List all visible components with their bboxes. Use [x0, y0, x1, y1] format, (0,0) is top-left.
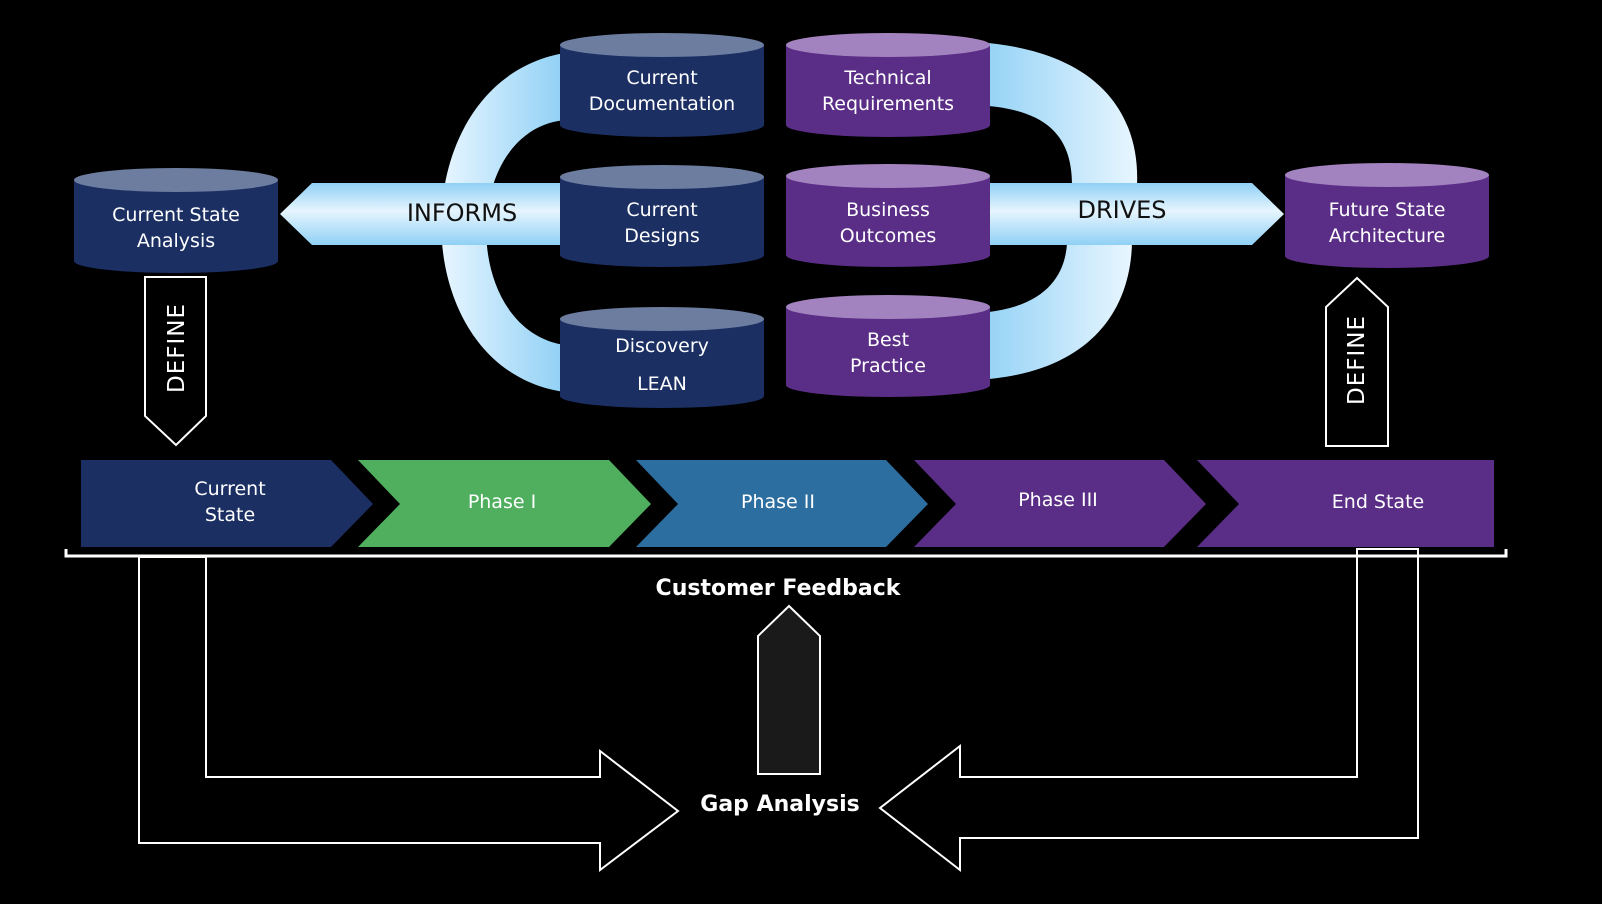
gap-left-arrow	[138, 556, 680, 873]
drives-arrow: DRIVES	[985, 183, 1284, 245]
gap-right-arrow	[878, 548, 1419, 873]
svg-text:End State: End State	[1332, 491, 1424, 513]
svg-text:Phase I: Phase I	[468, 491, 536, 513]
svg-text:Discovery: Discovery	[615, 335, 709, 357]
cylinder-current-state-analysis: Current State Analysis	[74, 168, 278, 273]
drives-loop	[975, 42, 1138, 185]
gap-analysis-label: Gap Analysis	[700, 792, 859, 817]
svg-text:Technical: Technical	[843, 67, 931, 89]
cylinder-current-designs: Current Designs	[560, 165, 764, 267]
svg-text:DEFINE: DEFINE	[164, 303, 190, 393]
informs-loop	[441, 53, 565, 392]
phase-bracket	[64, 549, 1508, 558]
svg-text:Designs: Designs	[624, 225, 700, 247]
svg-text:Current State: Current State	[112, 204, 240, 226]
phase-1: Phase I	[358, 460, 651, 547]
svg-text:Outcomes: Outcomes	[840, 225, 937, 247]
cylinder-technical-requirements: Technical Requirements	[786, 33, 990, 137]
svg-text:DEFINE: DEFINE	[1344, 315, 1370, 405]
svg-text:State: State	[205, 504, 255, 526]
svg-text:Analysis: Analysis	[137, 230, 215, 252]
drives-label: DRIVES	[1077, 196, 1166, 224]
svg-text:Future State: Future State	[1329, 199, 1446, 221]
svg-text:Phase III: Phase III	[1018, 489, 1098, 511]
phase-current-state: Current State	[81, 460, 373, 547]
svg-text:Documentation: Documentation	[589, 93, 735, 115]
phase-end-state: End State	[1197, 460, 1494, 547]
svg-text:Best: Best	[867, 329, 909, 351]
svg-text:LEAN: LEAN	[637, 373, 687, 395]
svg-text:Current: Current	[626, 67, 697, 89]
svg-text:Requirements: Requirements	[822, 93, 954, 115]
phase-3: Phase III	[914, 460, 1206, 547]
cylinder-business-outcomes: Business Outcomes	[786, 164, 990, 267]
svg-text:Practice: Practice	[850, 355, 926, 377]
svg-text:Business: Business	[846, 199, 930, 221]
feedback-up-arrow	[757, 604, 821, 775]
svg-text:Architecture: Architecture	[1329, 225, 1445, 247]
drives-loop-lower	[975, 243, 1132, 380]
svg-text:Current: Current	[194, 478, 265, 500]
cylinder-future-state-architecture: Future State Architecture	[1285, 163, 1489, 268]
informs-arrow: INFORMS	[280, 183, 562, 245]
svg-text:Phase II: Phase II	[741, 491, 815, 513]
cylinder-best-practice: Best Practice	[786, 295, 990, 397]
cylinder-current-documentation: Current Documentation	[560, 33, 764, 137]
cylinder-discovery-lean: Discovery LEAN	[560, 307, 764, 408]
define-down-arrow: DEFINE	[144, 276, 207, 447]
define-up-arrow: DEFINE	[1325, 276, 1389, 447]
phase-2: Phase II	[636, 460, 928, 547]
customer-feedback-label: Customer Feedback	[656, 576, 902, 601]
svg-text:Current: Current	[626, 199, 697, 221]
informs-label: INFORMS	[407, 199, 517, 227]
